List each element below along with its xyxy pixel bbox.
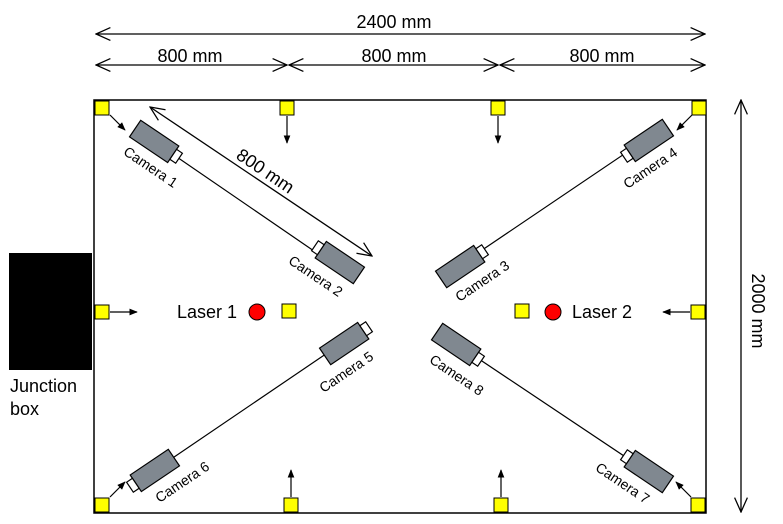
marker-right-middle <box>690 304 706 320</box>
segment-3-label: 800 mm <box>569 46 634 66</box>
segment-2-label: 800 mm <box>361 46 426 66</box>
marker-group <box>94 100 707 513</box>
laser-2-dot <box>544 303 562 321</box>
junction-box <box>9 253 92 370</box>
marker-arrows <box>109 114 693 498</box>
arrow-bottom-left <box>109 481 126 498</box>
junction-box-label-line-2: box <box>10 399 39 419</box>
marker-left-middle <box>94 304 110 320</box>
camera-spacing-dimension-line <box>150 107 372 256</box>
marker-top-2 <box>490 100 506 116</box>
marker-bottom-1 <box>283 497 299 513</box>
sightline-camera-3-4 <box>459 139 646 266</box>
camera-spacing-label: 800 mm <box>233 145 298 198</box>
marker-top-1 <box>279 100 295 116</box>
height-label: 2000 mm <box>748 273 768 348</box>
sightline-camera-7-8 <box>457 344 646 471</box>
laser-1-dot <box>248 303 266 321</box>
total-width-label: 2400 mm <box>356 12 431 32</box>
arrow-top-right <box>676 114 693 131</box>
junction-box-label-line-1: Junction <box>10 376 77 396</box>
room-boundary <box>93 99 707 514</box>
marker-top-left-corner <box>94 100 110 116</box>
laser-1-label: Laser 1 <box>177 302 237 322</box>
marker-laser-2 <box>514 303 530 319</box>
marker-bottom-2 <box>493 497 509 513</box>
marker-bottom-left-corner <box>94 497 110 513</box>
arrow-top-left <box>109 114 126 131</box>
laser-2-label: Laser 2 <box>572 302 632 322</box>
segment-1-label: 800 mm <box>157 46 222 66</box>
sightline-camera-5-6 <box>154 342 343 471</box>
marker-top-right-corner <box>691 100 707 116</box>
marker-bottom-right-corner <box>690 497 706 513</box>
sightline-camera-1-2 <box>154 141 331 263</box>
marker-laser-1 <box>281 303 297 319</box>
arrow-bottom-right <box>675 481 692 498</box>
